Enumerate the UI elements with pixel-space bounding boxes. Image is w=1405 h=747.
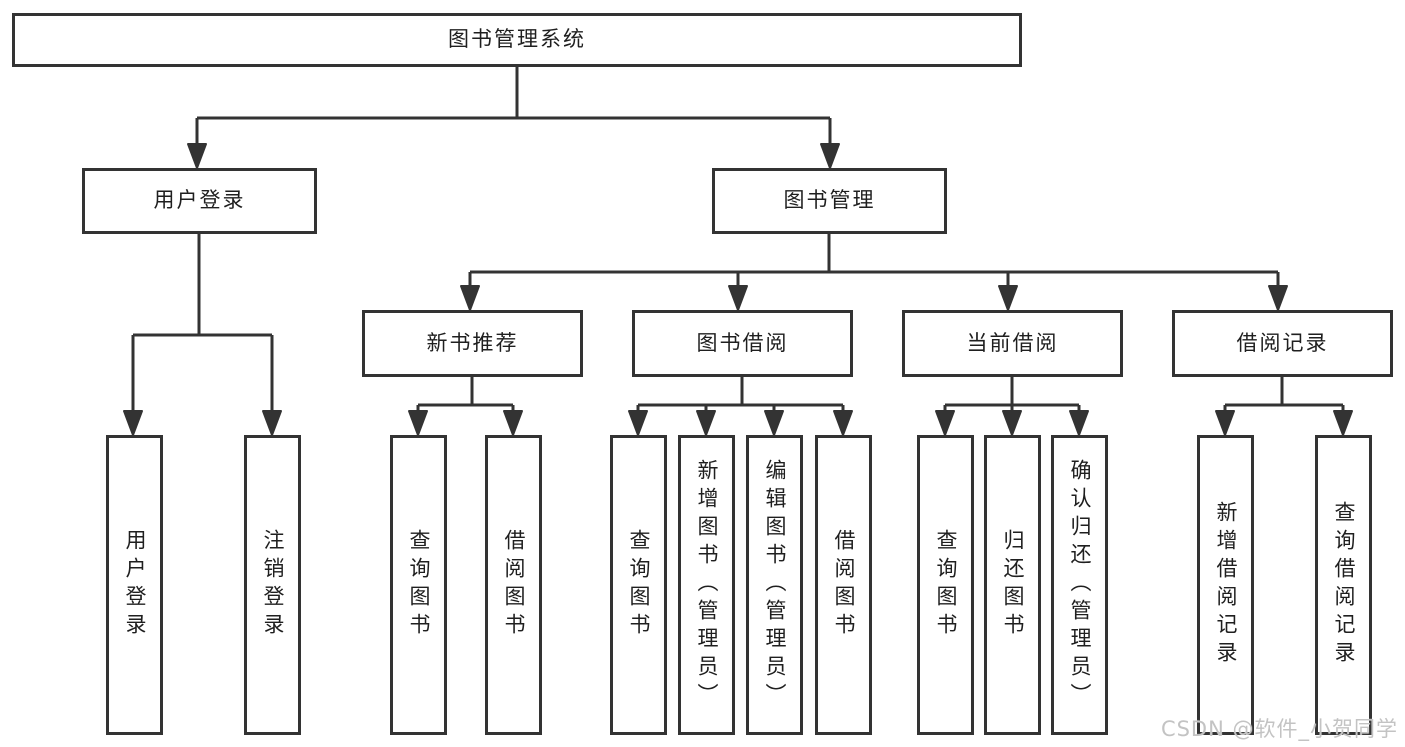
connector-root-to-level2 bbox=[187, 67, 840, 169]
connector-records-to-leaves bbox=[1215, 377, 1353, 436]
leaf-current-confirm-return-admin: 确认归还（管理员） bbox=[1051, 435, 1108, 735]
connector-book-management-to-groups bbox=[460, 234, 1288, 311]
leaf-logout: 注销登录 bbox=[244, 435, 301, 735]
node-user-login: 用户登录 bbox=[82, 168, 317, 234]
leaf-recommend-borrow-book: 借阅图书 bbox=[485, 435, 542, 735]
leaf-current-query-book: 查询图书 bbox=[917, 435, 974, 735]
node-borrowing-records: 借阅记录 bbox=[1172, 310, 1393, 377]
leaf-borrowing-borrow-book: 借阅图书 bbox=[815, 435, 872, 735]
leaf-records-query-record: 查询借阅记录 bbox=[1315, 435, 1372, 735]
node-current-borrowing: 当前借阅 bbox=[902, 310, 1123, 377]
leaf-current-return-book: 归还图书 bbox=[984, 435, 1041, 735]
connector-borrowing-to-leaves bbox=[628, 377, 853, 436]
watermark-text: CSDN @软件_小贺同学 bbox=[1160, 717, 1398, 741]
leaf-borrowing-query-book: 查询图书 bbox=[610, 435, 667, 735]
leaf-borrowing-edit-book-admin: 编辑图书（管理员） bbox=[746, 435, 803, 735]
connector-current-to-leaves bbox=[935, 377, 1089, 436]
node-book-borrowing: 图书借阅 bbox=[632, 310, 853, 377]
connector-recommend-to-leaves bbox=[408, 377, 523, 436]
node-new-book-recommend: 新书推荐 bbox=[362, 310, 583, 377]
node-book-management: 图书管理 bbox=[712, 168, 947, 234]
connector-user-login-to-leaves bbox=[123, 234, 282, 436]
leaf-borrowing-add-book-admin: 新增图书（管理员） bbox=[678, 435, 735, 735]
leaf-records-add-record: 新增借阅记录 bbox=[1197, 435, 1254, 735]
leaf-user-login: 用户登录 bbox=[106, 435, 163, 735]
leaf-recommend-query-book: 查询图书 bbox=[390, 435, 447, 735]
node-root: 图书管理系统 bbox=[12, 13, 1022, 67]
